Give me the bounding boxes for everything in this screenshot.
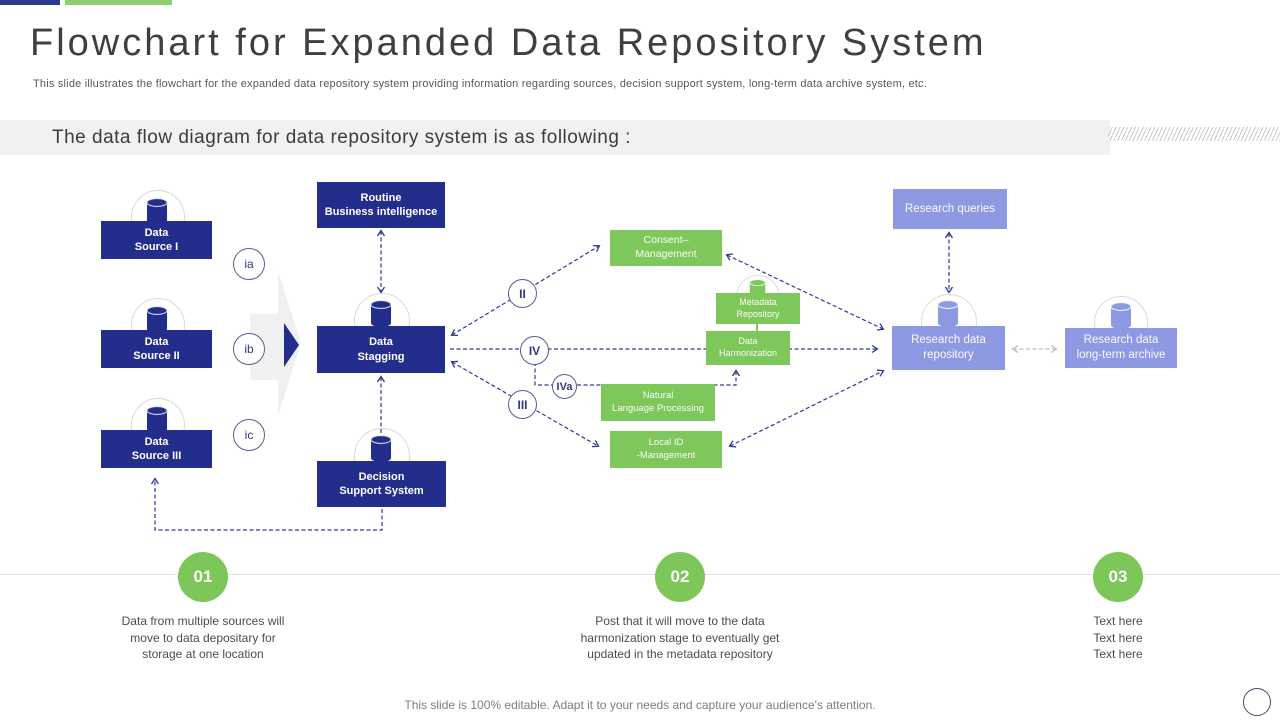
marker-ic: ic (233, 419, 265, 451)
page-title: Flowchart for Expanded Data Repository S… (30, 22, 987, 64)
database-icon (146, 406, 168, 433)
node-local-id-management: Local ID -Management (610, 431, 722, 468)
node-consent-management: Consent– Management (610, 230, 722, 266)
connector-consent-repo (725, 253, 885, 331)
accent-bar-green (65, 0, 172, 5)
node-data-source-3: Data Source III (101, 430, 212, 468)
node-research-queries: Research queries (893, 189, 1007, 229)
node-label: Natural Language Processing (612, 390, 704, 414)
footer-note: This slide is 100% editable. Adapt it to… (404, 698, 876, 712)
chevron-arrow-icon (284, 323, 299, 367)
node-label: Research data repository (911, 334, 986, 361)
accent-bar-navy (0, 0, 60, 5)
node-label: Routine Business intelligence (324, 191, 438, 218)
node-metadata-repository: Metadata Repository (716, 293, 800, 324)
step-text-03: Text here Text here Text here (1093, 614, 1143, 661)
node-label: Decision Support System (339, 470, 424, 497)
footer-circle-decoration (1243, 688, 1271, 716)
node-label: Local ID -Management (636, 437, 696, 461)
connector-stagging-localid (450, 360, 600, 448)
node-data-source-1: Data Source I (101, 221, 212, 259)
connector-dss-source3 (150, 477, 383, 531)
node-natural-language-processing: Natural Language Processing (601, 384, 715, 421)
section-banner: The data flow diagram for data repositor… (0, 120, 1110, 155)
database-icon (146, 306, 168, 333)
marker-ib: ib (233, 333, 265, 365)
node-label: Data Stagging (357, 336, 405, 363)
step-text-02: Post that it will move to the data harmo… (580, 614, 780, 661)
marker-label: ib (244, 342, 254, 356)
node-label: Data Source III (131, 435, 182, 462)
step-badge-03: 03 (1093, 552, 1143, 602)
step-text-01: Data from multiple sources will move to … (121, 614, 285, 661)
marker-iv: IV (520, 336, 549, 365)
node-data-harmonization: Data Harmonization (706, 331, 790, 365)
node-research-data-long-term-archive: Research data long-term archive (1065, 328, 1177, 368)
marker-ia: ia (233, 248, 265, 280)
divider-line (0, 574, 1280, 575)
marker-iva: IVa (552, 374, 577, 399)
marker-label: ia (244, 257, 254, 271)
marker-label: III (517, 397, 528, 412)
slide-subtitle: This slide illustrates the flowchart for… (33, 78, 927, 90)
block-arrow (250, 271, 301, 416)
node-label: Research queries (904, 202, 996, 215)
node-decision-support-system: Decision Support System (317, 461, 446, 507)
database-icon (370, 435, 392, 462)
step-number: 01 (193, 567, 213, 586)
node-routine-business-intelligence: Routine Business intelligence (317, 182, 445, 228)
hatch-decoration (1108, 127, 1280, 141)
marker-label: II (519, 286, 526, 301)
marker-iii: III (508, 390, 537, 419)
node-label: Data Source II (133, 335, 180, 362)
database-icon (937, 300, 959, 327)
node-data-source-2: Data Source II (101, 330, 212, 368)
node-label: Data Source I (134, 226, 179, 253)
marker-label: IVa (556, 380, 573, 393)
step-number: 02 (670, 567, 690, 586)
node-data-stagging: Data Stagging (317, 326, 445, 373)
node-label: Consent– Management (635, 234, 697, 260)
database-icon (370, 300, 392, 327)
marker-label: ic (244, 428, 254, 442)
database-icon (146, 198, 168, 225)
connector-localid-repo (728, 369, 885, 448)
section-banner-text: The data flow diagram for data repositor… (52, 127, 631, 148)
node-label: Data Harmonization (718, 336, 778, 358)
marker-label: IV (528, 343, 541, 358)
step-badge-02: 02 (655, 552, 705, 602)
database-icon (1110, 302, 1132, 329)
step-number: 03 (1108, 567, 1128, 586)
step-badge-01: 01 (178, 552, 228, 602)
node-label: Metadata Repository (736, 296, 780, 319)
node-research-data-repository: Research data repository (892, 326, 1005, 370)
node-label: Research data long-term archive (1076, 334, 1166, 361)
marker-ii: II (508, 279, 537, 308)
